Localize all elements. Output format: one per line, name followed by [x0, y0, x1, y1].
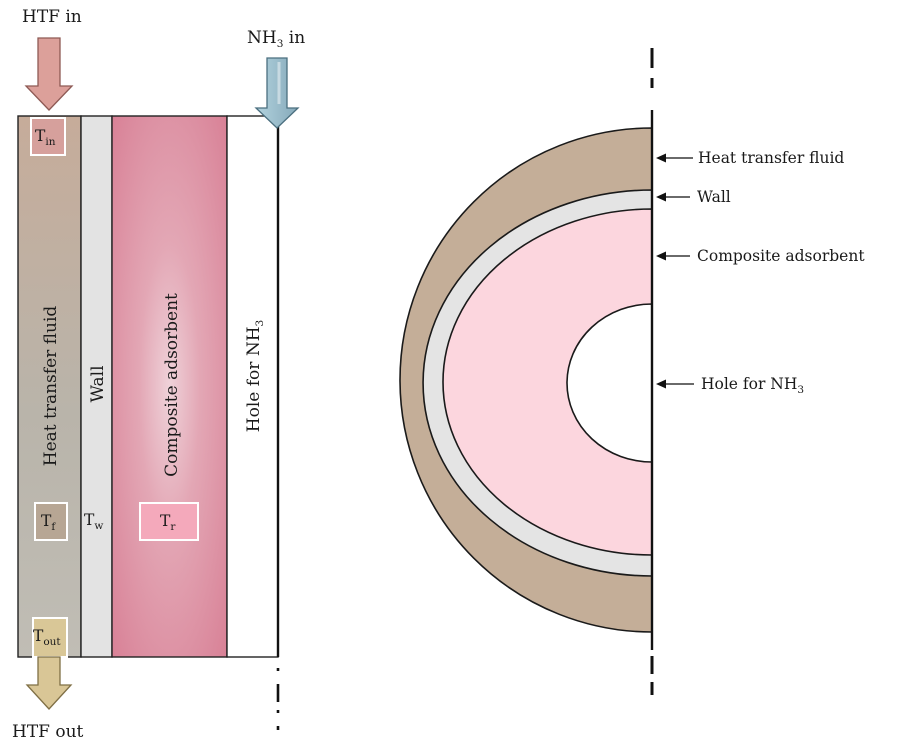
cross-section: Heat transfer fluid Wall Composite adsor… [399, 48, 865, 695]
hole-layer [226, 115, 279, 658]
htf-in-arrow [24, 37, 74, 111]
leader-wall [656, 192, 690, 202]
t-r-box [139, 502, 199, 541]
adsorbent-layer [111, 115, 228, 658]
adsorbent-vertical-label: Composite adsorbent [162, 293, 182, 477]
leader-hole [656, 379, 694, 389]
t-w-label: Tw [84, 511, 103, 532]
adsorbent-ring [442, 208, 653, 556]
htf-layer [17, 115, 82, 658]
nh3-in-label: NH3 in [247, 28, 305, 50]
cross-htf-label: Heat transfer fluid [698, 149, 844, 167]
wall-vertical-label: Wall [88, 365, 108, 402]
hole-circle [566, 303, 653, 463]
htf-out-arrow [25, 656, 73, 710]
t-r-label: Tr [160, 512, 176, 533]
leader-adsorbent [656, 251, 690, 261]
cross-hole-label: Hole for NH3 [701, 375, 804, 396]
hole-vertical-label: Hole for NH3 [244, 320, 266, 432]
longitudinal-section: HTF in NH3 in Tin Heat transfer fluid Wa… [12, 7, 305, 742]
wall-layer [80, 115, 113, 658]
t-in-box [30, 117, 66, 156]
nh3-in-arrow [254, 57, 300, 129]
htf-vertical-label: Heat transfer fluid [41, 306, 61, 467]
cross-wall-label: Wall [697, 188, 731, 206]
htf-out-label: HTF out [12, 722, 84, 742]
t-f-box [34, 502, 68, 541]
t-out-box [32, 617, 68, 658]
t-in-label: Tin [35, 127, 56, 148]
cross-adsorbent-label: Composite adsorbent [697, 247, 865, 265]
htf-in-label: HTF in [22, 7, 82, 27]
t-out-label: Tout [33, 627, 61, 648]
leader-htf [656, 153, 693, 163]
t-f-label: Tf [41, 512, 56, 533]
